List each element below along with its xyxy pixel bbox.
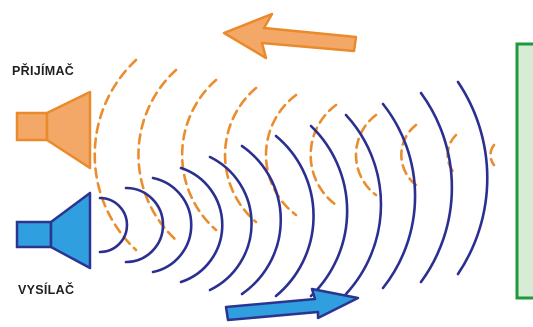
emitted-waves bbox=[98, 80, 489, 298]
reflected-wave bbox=[137, 68, 178, 242]
emitted-wave bbox=[309, 124, 349, 298]
transmitter-label: VYSÍLAČ bbox=[18, 283, 75, 297]
reflected-wave bbox=[489, 143, 496, 167]
reflected-wave bbox=[309, 103, 338, 207]
reflected-wave bbox=[180, 78, 218, 232]
reflected-wave bbox=[223, 86, 258, 224]
emitted-wave bbox=[381, 102, 417, 290]
reflector-panel bbox=[515, 42, 533, 300]
reflected-wave bbox=[93, 58, 138, 252]
speaker-icon bbox=[15, 90, 92, 170]
emitted-wave bbox=[456, 80, 489, 276]
emitted-wave bbox=[151, 176, 193, 274]
arrow-right-icon bbox=[224, 287, 360, 322]
speaker-icon bbox=[15, 191, 92, 270]
reflected-wave bbox=[400, 123, 418, 187]
emitted-wave bbox=[419, 91, 454, 284]
emitted-wave bbox=[240, 144, 283, 296]
receiver-label: PŘIJÍMAČ bbox=[12, 64, 75, 78]
reflected-wave bbox=[354, 113, 378, 197]
reflected-waves bbox=[93, 58, 496, 252]
emitted-wave bbox=[98, 196, 129, 254]
arrow-left-icon bbox=[222, 12, 358, 60]
emitted-wave bbox=[179, 166, 224, 284]
emitted-wave bbox=[124, 186, 165, 264]
reflected-wave bbox=[264, 93, 298, 217]
emitted-wave bbox=[274, 134, 315, 298]
emitted-wave bbox=[344, 113, 383, 296]
emitted-wave bbox=[208, 155, 253, 292]
